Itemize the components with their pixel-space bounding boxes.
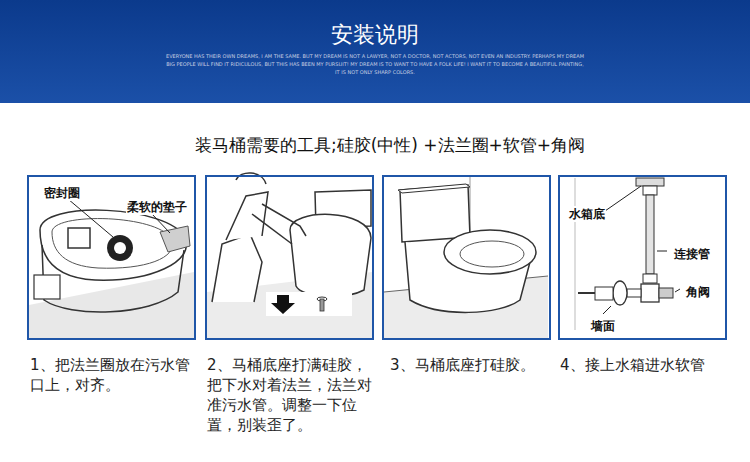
step-caption: 3、马桶底座打硅胶。 xyxy=(390,355,558,375)
step-caption: 1、把法兰圈放在污水管口上，对齐。 xyxy=(30,355,198,395)
tools-heading: 装马桶需要的工具;硅胶(中性) +法兰圈+软管+角阀 xyxy=(30,134,750,156)
step-panel: 密封圈柔软的垫子1、把法兰圈放在污水管口上，对齐。 xyxy=(27,175,196,340)
part-label: 水箱底 xyxy=(568,206,606,222)
part-label: 密封圈 xyxy=(43,185,81,201)
banner-slogan: EVERYONE HAS THEIR OWN DREAMS, I AM THE … xyxy=(165,52,585,76)
step-panel: 水箱底连接管角阀墙面4、接上水箱进水软管 xyxy=(558,175,727,340)
step-caption: 2、马桶底座打满硅胶，把下水对着法兰，法兰对准污水管。调整一下位置，别装歪了。 xyxy=(207,355,375,435)
step-panel: 2、马桶底座打满硅胶，把下水对着法兰，法兰对准污水管。调整一下位置，别装歪了。 xyxy=(205,175,374,340)
title-banner: 安装说明 EVERYONE HAS THEIR OWN DREAMS, I AM … xyxy=(0,0,750,103)
banner-title: 安装说明 xyxy=(0,20,750,49)
step-panel: 3、马桶底座打硅胶。 xyxy=(382,175,551,340)
part-label: 连接管 xyxy=(673,246,711,262)
part-label: 柔软的垫子 xyxy=(126,199,188,215)
part-label: 角阀 xyxy=(685,284,711,300)
step-caption: 4、接上水箱进水软管 xyxy=(560,355,728,375)
part-label: 墙面 xyxy=(590,318,616,334)
